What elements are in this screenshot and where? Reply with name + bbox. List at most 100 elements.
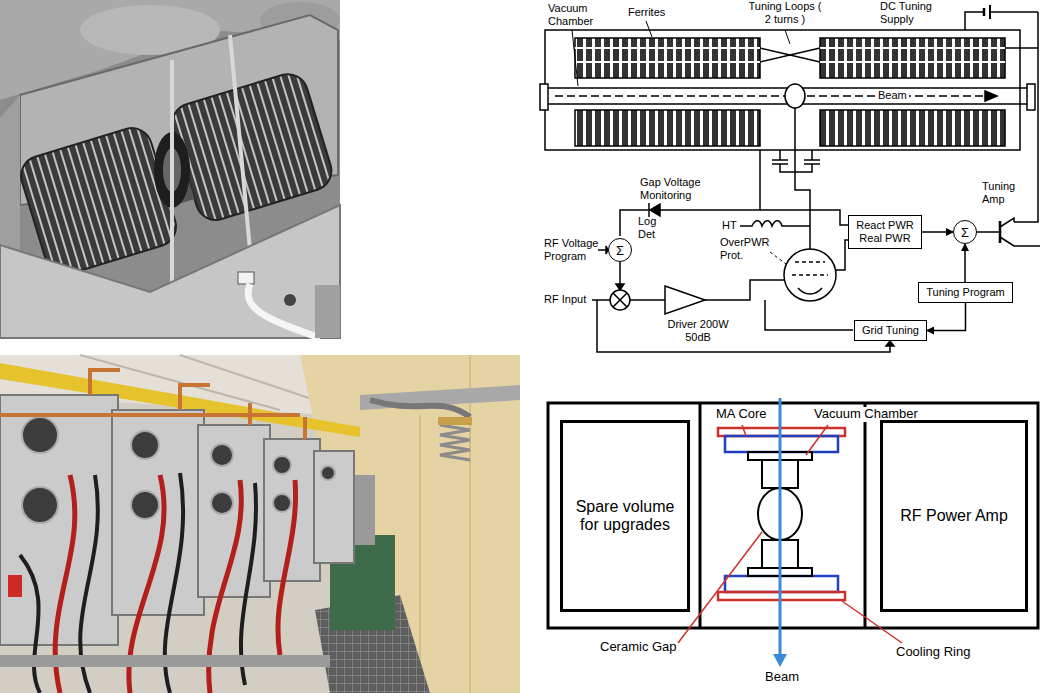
cavity-schematic-part <box>650 204 660 216</box>
cavity-schematic-part <box>798 288 822 294</box>
tunnel-photo-part-part <box>180 385 210 410</box>
cavity-schematic-part <box>965 12 984 30</box>
cavity-photo-part-part <box>16 123 181 279</box>
tunnel-photo-part-part <box>0 413 300 417</box>
cavity-schematic-part <box>760 48 820 62</box>
tunnel-photo-part-part <box>22 487 58 523</box>
cavity-schematic-part <box>575 61 760 63</box>
tunnel-photo-part-part <box>211 492 233 514</box>
cavity-schematic-part <box>785 84 805 108</box>
cavity-schematic-part <box>648 203 650 217</box>
cavity-schematic-part <box>795 108 810 249</box>
cross-section-part <box>773 654 787 667</box>
cavity-schematic-part <box>770 252 786 264</box>
tunnel-photo-part <box>0 655 330 667</box>
sum-junction: Σ <box>608 238 632 262</box>
cavity-schematic-part <box>1037 12 1039 48</box>
part-label: Vacuum Chamber <box>548 2 608 27</box>
cavity-photo-part <box>0 0 340 338</box>
cavity-schematic-part <box>985 91 997 101</box>
cavity-photo-part <box>0 95 20 250</box>
box-text: Tuning Program <box>926 286 1004 299</box>
cavity-schematic-part <box>555 95 985 97</box>
tunnel-photo-part-part <box>112 410 204 615</box>
tunnel-photo-part-part <box>273 494 291 512</box>
box-text: Grid Tuning <box>862 324 919 337</box>
cavity-schematic-part <box>1027 84 1035 110</box>
tunnel-photo-part-part <box>314 451 354 563</box>
cavity-photo-part <box>170 60 174 290</box>
cavity-schematic-part <box>1005 48 1038 222</box>
tunnel-photo-part <box>440 425 470 460</box>
part-label: Ferrites <box>628 6 665 19</box>
cross-section-part-part <box>742 425 746 436</box>
tunnel-photo-part-part <box>440 425 470 460</box>
tunnel-photo-part <box>469 355 471 693</box>
part-label: OverPWR Prot. <box>720 236 772 261</box>
signal-connector <box>964 244 966 282</box>
box-text: React PWR <box>856 219 913 232</box>
cavity-schematic-part <box>572 30 578 86</box>
tunnel-photo-part-part <box>278 480 296 655</box>
cavity-schematic-part <box>772 150 795 172</box>
part-label: RF Voltage Program <box>544 237 600 262</box>
cavity-schematic-part <box>575 110 760 146</box>
tunnel-photo <box>0 355 520 693</box>
tunnel-photo-part <box>0 370 305 439</box>
cavity-schematic-part <box>705 280 784 300</box>
box-text: Σ <box>961 226 969 239</box>
cavity-schematic <box>540 5 1040 352</box>
cavity-photo <box>0 0 340 338</box>
cavity-schematic-part <box>977 218 1040 246</box>
cross-section <box>548 398 1038 667</box>
cavity-schematic-part <box>630 299 665 301</box>
process-box: Tuning Program <box>918 282 1013 303</box>
cavity-schematic-part <box>592 299 610 301</box>
tunnel-photo-part-part <box>303 417 307 439</box>
part-label: Beam <box>876 89 909 102</box>
cavity-schematic-part <box>792 262 828 275</box>
cavity-schematic-part <box>610 290 630 310</box>
tunnel-photo-part-part <box>321 466 335 480</box>
tunnel-photo-part-part <box>90 370 120 395</box>
signal-connector <box>922 231 953 233</box>
cavity-schematic-part <box>598 249 606 251</box>
box-text: Σ <box>616 244 624 257</box>
cross-section-part-part <box>806 425 828 455</box>
cavity-photo-part <box>315 285 340 338</box>
cross-section-part <box>678 425 902 643</box>
tunnel-photo-part-part <box>198 425 270 597</box>
tunnel-photo-part <box>0 355 520 693</box>
part-label: Gap Voltage Monitoring <box>640 176 732 201</box>
cavity-schematic-part <box>990 11 1038 13</box>
part-label: DC Tuning Supply <box>880 0 940 25</box>
cavity-schematic-part <box>646 21 652 37</box>
tunnel-photo-part <box>419 415 421 693</box>
box-text: RF Power Amp <box>900 507 1008 525</box>
tunnel-photo-part <box>300 355 520 693</box>
part-label: Cooling Ring <box>896 645 970 660</box>
cavity-schematic-part <box>616 284 624 290</box>
process-box: React PWRReal PWR <box>848 215 922 249</box>
signal-connector <box>927 303 966 331</box>
process-box: Grid Tuning <box>854 320 927 341</box>
cavity-schematic-part <box>597 300 890 352</box>
part-label: Ceramic Gap <box>600 640 677 655</box>
cross-section-part <box>699 403 702 628</box>
part-label: Beam <box>765 670 799 685</box>
sum-junction: Σ <box>953 220 977 244</box>
cavity-schematic-part <box>760 48 820 62</box>
cavity-schematic-part <box>740 221 810 226</box>
cavity-schematic-part <box>613 293 627 307</box>
cavity-photo-part <box>0 205 340 338</box>
cavity-schematic-part <box>795 150 820 172</box>
part-label: Tuning Amp <box>982 180 1032 205</box>
tunnel-photo-part <box>0 395 354 645</box>
part-label: MA Core <box>716 407 767 422</box>
tunnel-photo-part <box>370 400 470 417</box>
tunnel-photo-part-part <box>22 417 58 453</box>
cavity-schematic-part <box>784 249 836 301</box>
cavity-photo-part <box>284 294 296 306</box>
cavity-schematic-part <box>820 110 1005 146</box>
cavity-photo-part <box>248 284 320 338</box>
